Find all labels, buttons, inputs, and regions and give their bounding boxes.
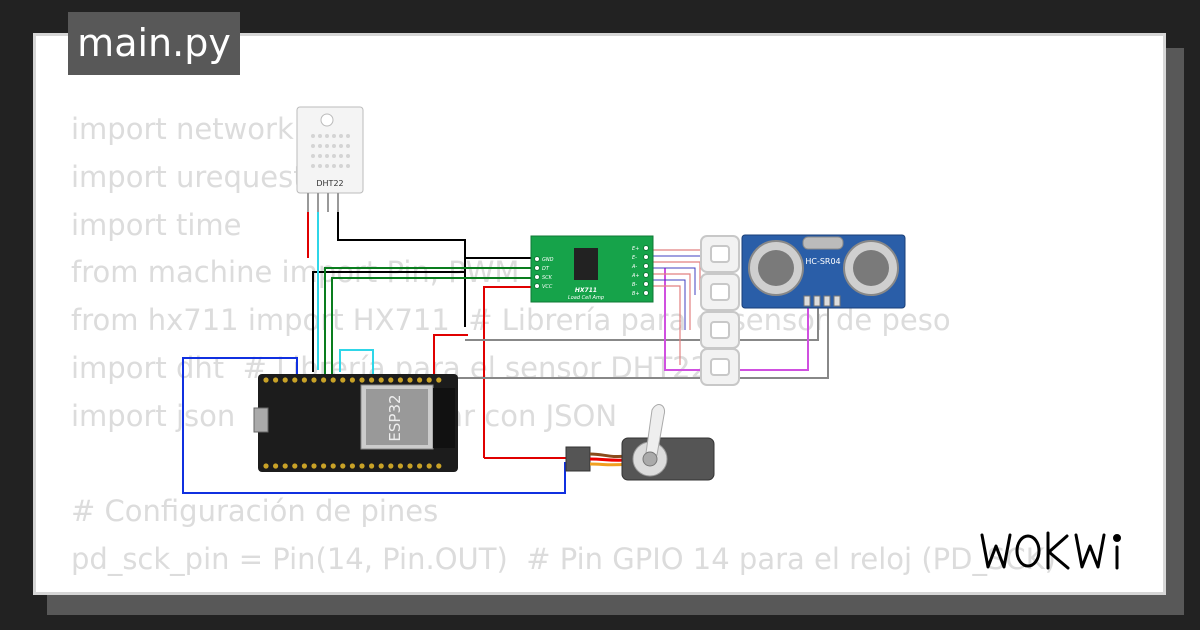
esp32-pin[interactable]: [378, 377, 384, 383]
hx711-subtitle: Load Cell Amp: [568, 295, 604, 301]
esp32-pin[interactable]: [273, 463, 279, 469]
esp32-pin[interactable]: [330, 463, 336, 469]
code-line: # Configuración de pines: [71, 494, 439, 529]
wire-blue: [182, 357, 566, 494]
esp32-pin[interactable]: [349, 463, 355, 469]
wire-green: [324, 267, 536, 376]
code-line: import network: [71, 112, 294, 146]
esp32-pin[interactable]: [359, 377, 365, 383]
load-cells[interactable]: [700, 235, 740, 386]
hx711-module[interactable]: GND DT SCK VCC E+ E- A- A+ B- B+ HX711 L…: [530, 235, 654, 303]
esp32-pin[interactable]: [407, 463, 413, 469]
hx711-title: HX711: [575, 287, 597, 294]
code-listing: import network import urequests import tim…: [71, 106, 1056, 592]
esp32-pin[interactable]: [263, 377, 269, 383]
esp32-pin[interactable]: [426, 463, 432, 469]
esp32-pin[interactable]: [417, 463, 423, 469]
esp32-pin[interactable]: [292, 463, 298, 469]
usb-port: [253, 407, 269, 433]
hx711-pin-e-minus: E-: [632, 255, 637, 261]
dht22-label: DHT22: [316, 179, 343, 188]
code-line: pd_sck_pin = Pin(14, Pin.OUT) # Pin GPIO…: [71, 542, 1056, 577]
esp32-label: ESP32: [386, 394, 404, 441]
hx711-pin-sck: SCK: [542, 275, 553, 281]
esp32-pin[interactable]: [397, 377, 403, 383]
esp32-pin[interactable]: [369, 377, 375, 383]
esp32-pin[interactable]: [282, 463, 288, 469]
esp32-pin[interactable]: [273, 377, 279, 383]
wire-red-2: [483, 286, 566, 459]
hx711-pin-e-plus: E+: [632, 246, 639, 252]
esp32-board[interactable]: ESP32: [253, 374, 458, 472]
esp32-pin[interactable]: [417, 377, 423, 383]
wire-black-esp: [312, 271, 465, 372]
hx711-pin-vcc: VCC: [542, 284, 553, 290]
code-line: from hx711 import HX711 # Librería para …: [71, 303, 951, 338]
esp32-pin[interactable]: [321, 377, 327, 383]
esp32-pin[interactable]: [407, 377, 413, 383]
esp32-pin[interactable]: [340, 377, 346, 383]
esp32-pin[interactable]: [301, 377, 307, 383]
wire-cyan: [317, 212, 374, 376]
esp32-pin[interactable]: [311, 377, 317, 383]
wire-gray-2: [465, 305, 819, 341]
code-line: import time: [71, 207, 242, 242]
hx711-pin-b-plus: B+: [632, 291, 640, 297]
esp32-pin[interactable]: [397, 463, 403, 469]
code-line: import urequests: [71, 159, 320, 194]
esp32-pin[interactable]: [378, 463, 384, 469]
hx711-pin-b-minus: B-: [632, 282, 637, 288]
esp32-pin[interactable]: [426, 377, 432, 383]
code-line: dout_pin = Pin(12, Pin.IN) # Pin GPIO 12…: [71, 584, 1056, 592]
dht22-sensor[interactable]: DHT22: [296, 106, 364, 212]
esp32-pin[interactable]: [292, 377, 298, 383]
esp32-pin[interactable]: [388, 463, 394, 469]
esp32-pin[interactable]: [388, 377, 394, 383]
hx711-pin-gnd: GND: [542, 257, 554, 263]
esp32-pin[interactable]: [349, 377, 355, 383]
hx711-pin-dt: DT: [542, 266, 550, 272]
esp32-pin[interactable]: [301, 463, 307, 469]
code-preview-card: import network import urequests import tim…: [33, 33, 1166, 595]
hc-sr04-sensor[interactable]: HC-SR04: [741, 234, 906, 309]
esp32-pin[interactable]: [282, 377, 288, 383]
wokwi-logo: [980, 531, 1121, 570]
esp32-pin[interactable]: [369, 463, 375, 469]
esp32-pin[interactable]: [321, 463, 327, 469]
wire-green-2: [331, 277, 536, 376]
hc-sr04-label: HC-SR04: [805, 257, 840, 266]
esp32-pin[interactable]: [436, 463, 442, 469]
wire-gray: [394, 305, 829, 379]
file-tab[interactable]: main.py: [68, 12, 240, 75]
hx711-pin-a-plus: A+: [631, 273, 640, 279]
esp32-pin[interactable]: [263, 463, 269, 469]
esp32-pin[interactable]: [311, 463, 317, 469]
servo-motor[interactable]: [565, 404, 715, 481]
esp32-pin[interactable]: [330, 377, 336, 383]
esp32-pin[interactable]: [340, 463, 346, 469]
esp32-pin[interactable]: [436, 377, 442, 383]
wire-black: [337, 212, 536, 327]
esp32-pin[interactable]: [359, 463, 365, 469]
hx711-pin-a-minus: A-: [631, 264, 637, 270]
